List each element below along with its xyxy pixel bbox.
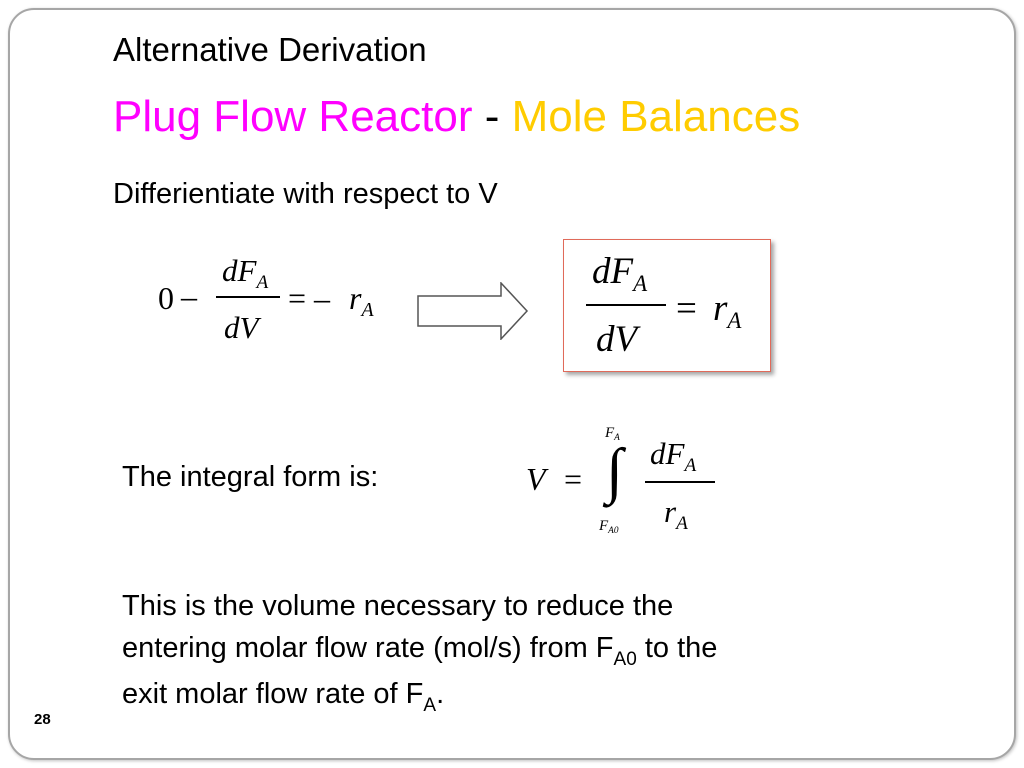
slide-title: Plug Flow Reactor - Mole Balances [113,92,800,142]
slide-frame [8,8,1016,760]
eq-int-numerator: dFA [650,436,697,476]
eq-int-denominator: rA [664,494,688,534]
eq-result-numerator: dFA [592,251,648,297]
explanation-line-2: entering molar flow rate (mol/s) from FA… [122,632,718,670]
eq-result-rhs: rA [713,288,742,334]
eq-left-rhs: rA [349,280,374,321]
result-equation-box [563,239,771,372]
eq-int-lower-limit: FA0 [599,518,619,537]
eq-left-minus: – [181,278,197,314]
eq-result-denominator: dV [596,319,638,360]
title-separator: - [484,92,500,141]
eq-left-equals-neg: = – [288,280,331,316]
page-number: 28 [34,711,51,728]
implies-arrow-icon [417,282,529,340]
explanation-line-3: exit molar flow rate of FA. [122,678,445,716]
integral-form-label: The integral form is: [122,461,379,493]
instruction-text: Differientiate with respect to V [113,178,498,210]
eq-int-equals: = [564,461,583,497]
slide-subtitle: Alternative Derivation [113,31,427,68]
integral-sign-icon: ∫ [606,437,623,505]
eq-result-fraction-bar [586,304,666,306]
eq-int-fraction-bar [645,481,715,483]
eq-left-zero: 0 [158,280,174,316]
title-plug-flow-reactor: Plug Flow Reactor [113,92,473,141]
explanation-line-1: This is the volume necessary to reduce t… [122,590,674,622]
eq-left-denominator: dV [224,310,259,345]
explanation-text: This is the volume necessary to reduce t… [122,585,922,719]
eq-result-equals: = [676,288,697,329]
eq-int-upper-limit: FA [605,425,620,444]
eq-left-numerator: dFA [222,253,269,293]
eq-int-lhs: V [526,461,546,497]
eq-left-fraction-bar [216,296,280,298]
title-mole-balances: Mole Balances [511,92,801,141]
